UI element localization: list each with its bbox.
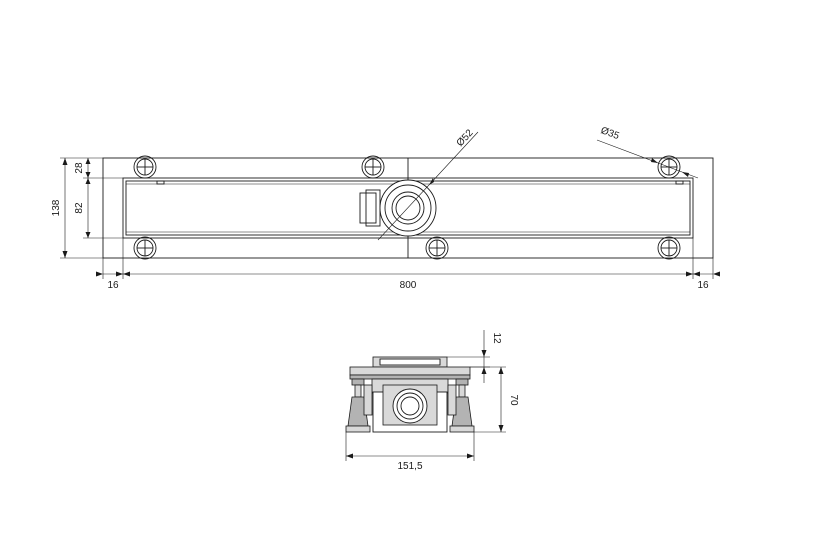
- foot-right: [447, 378, 475, 433]
- drain-channel: [122, 177, 694, 239]
- flange: [349, 366, 471, 376]
- dim-channel-height: 82: [74, 202, 85, 214]
- foot-icon: [133, 236, 157, 260]
- dim-left-margin: 16: [107, 280, 119, 291]
- foot-icon: [657, 236, 681, 260]
- dim-top-offset: 28: [74, 162, 85, 174]
- top-view: Ø52 Ø35 138 28 82 16 80: [51, 125, 720, 291]
- side-view: 12 70 151,5: [345, 330, 519, 472]
- dim-length: 800: [400, 280, 417, 291]
- dim-right-margin: 16: [697, 280, 709, 291]
- outlet: [359, 179, 437, 237]
- dim-cover-thickness: 12: [491, 332, 502, 344]
- dim-foot-diameter: Ø35: [599, 125, 621, 142]
- dim-height: 70: [508, 394, 519, 406]
- foot-icon: [133, 155, 157, 179]
- dim-overall-height: 138: [51, 199, 62, 216]
- dim-width: 151,5: [397, 461, 422, 472]
- foot-icon: [361, 155, 385, 179]
- foot-left: [345, 378, 373, 433]
- foot-icon: [425, 236, 449, 260]
- dim-outlet-diameter: Ø52: [455, 127, 476, 149]
